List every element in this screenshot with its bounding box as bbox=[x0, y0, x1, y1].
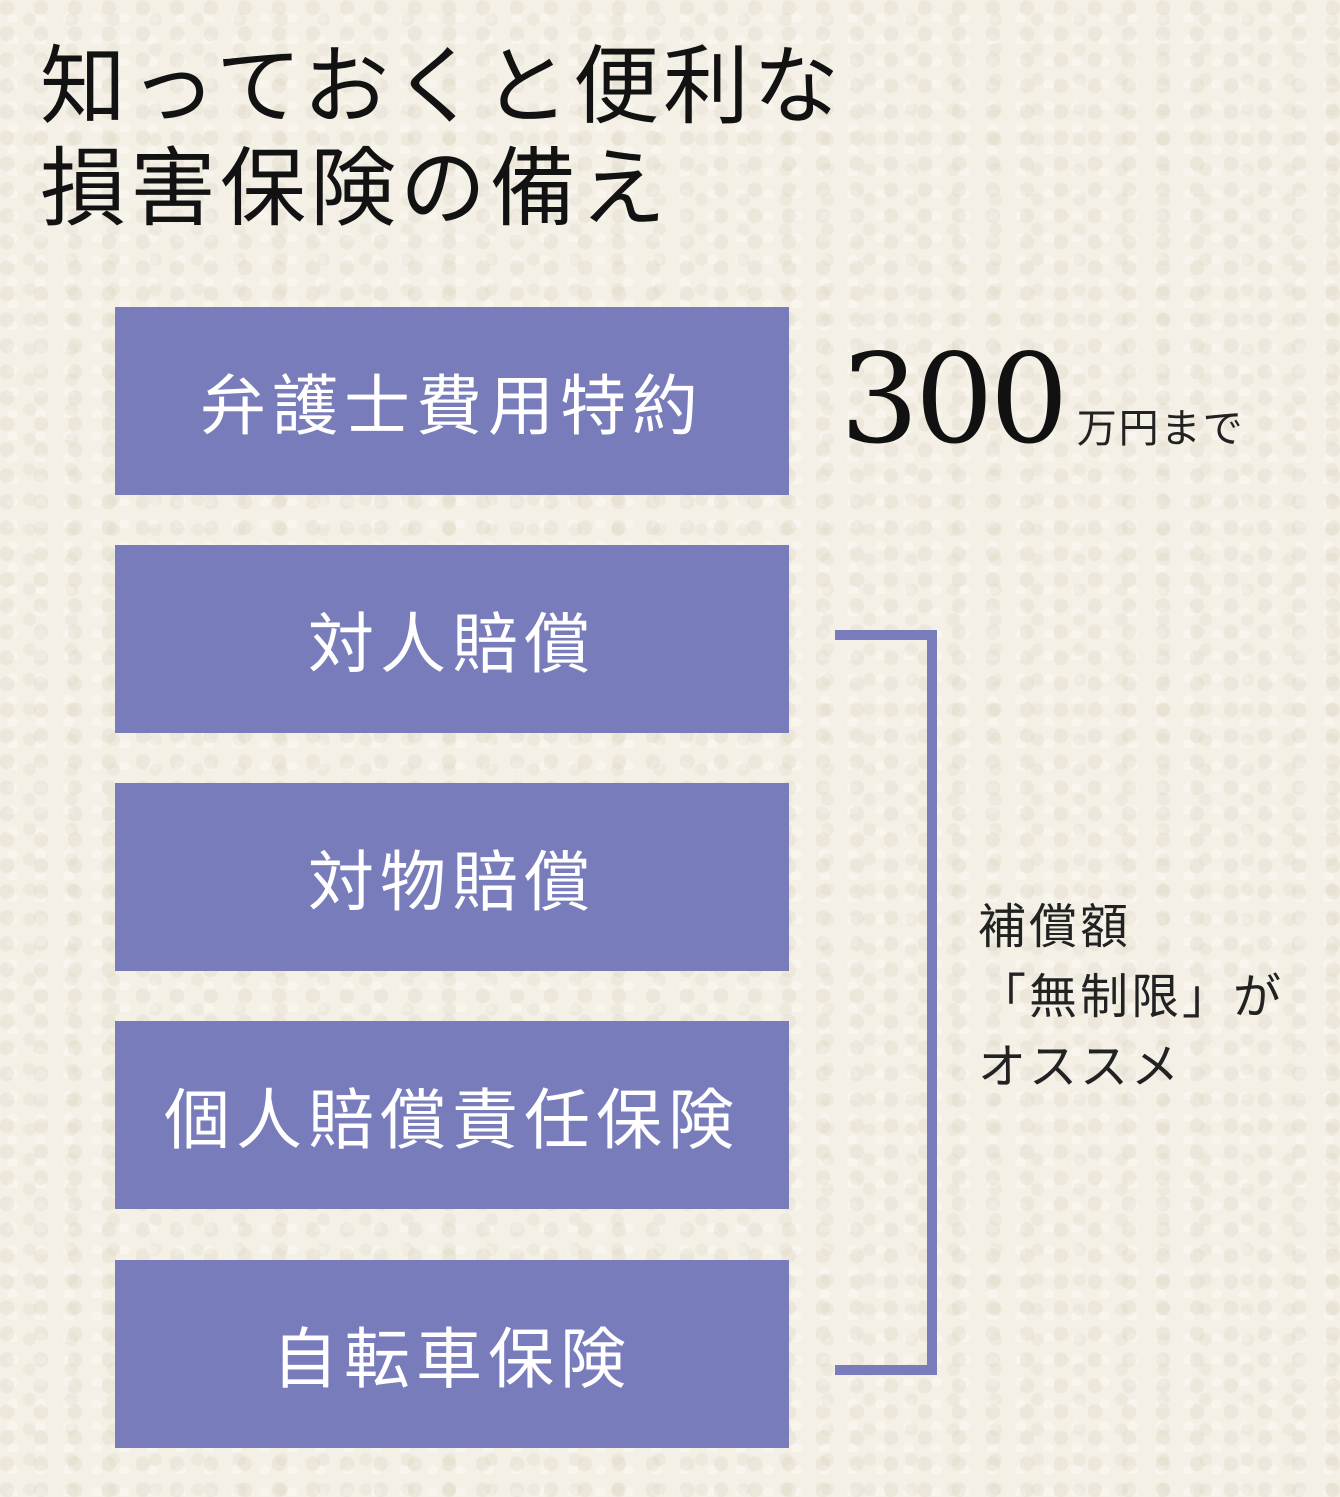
coverage-box-bodily-injury: 対人賠償 bbox=[115, 545, 789, 733]
coverage-box-property-damage: 対物賠償 bbox=[115, 783, 789, 971]
coverage-label: 自転車保険 bbox=[272, 1321, 632, 1398]
note-line-1: 補償額 bbox=[978, 899, 1132, 955]
lawyer-fee-limit: 300 万円まで bbox=[840, 330, 1245, 470]
coverage-label: 個人賠償責任保険 bbox=[164, 1082, 740, 1159]
coverage-box-personal-liability: 個人賠償責任保険 bbox=[115, 1021, 789, 1209]
title-line-2: 損害保険の備え bbox=[40, 139, 670, 239]
limit-amount: 300 bbox=[840, 328, 1069, 472]
coverage-label: 対人賠償 bbox=[308, 606, 596, 683]
limit-unit: 万円まで bbox=[1076, 406, 1245, 452]
group-bracket bbox=[835, 630, 937, 1375]
note-line-3: オススメ bbox=[978, 1039, 1183, 1095]
title-line-1: 知っておくと便利な bbox=[40, 37, 844, 137]
note-line-2: 「無制限」が bbox=[978, 969, 1285, 1025]
coverage-label: 弁護士費用特約 bbox=[200, 368, 704, 445]
recommendation-note: 補償額 「無制限」が オススメ bbox=[978, 892, 1284, 1102]
coverage-label: 対物賠償 bbox=[308, 844, 596, 921]
page-title: 知っておくと便利な 損害保険の備え bbox=[40, 36, 843, 240]
coverage-box-lawyer-fee: 弁護士費用特約 bbox=[115, 307, 789, 495]
coverage-box-bicycle: 自転車保険 bbox=[115, 1260, 789, 1448]
